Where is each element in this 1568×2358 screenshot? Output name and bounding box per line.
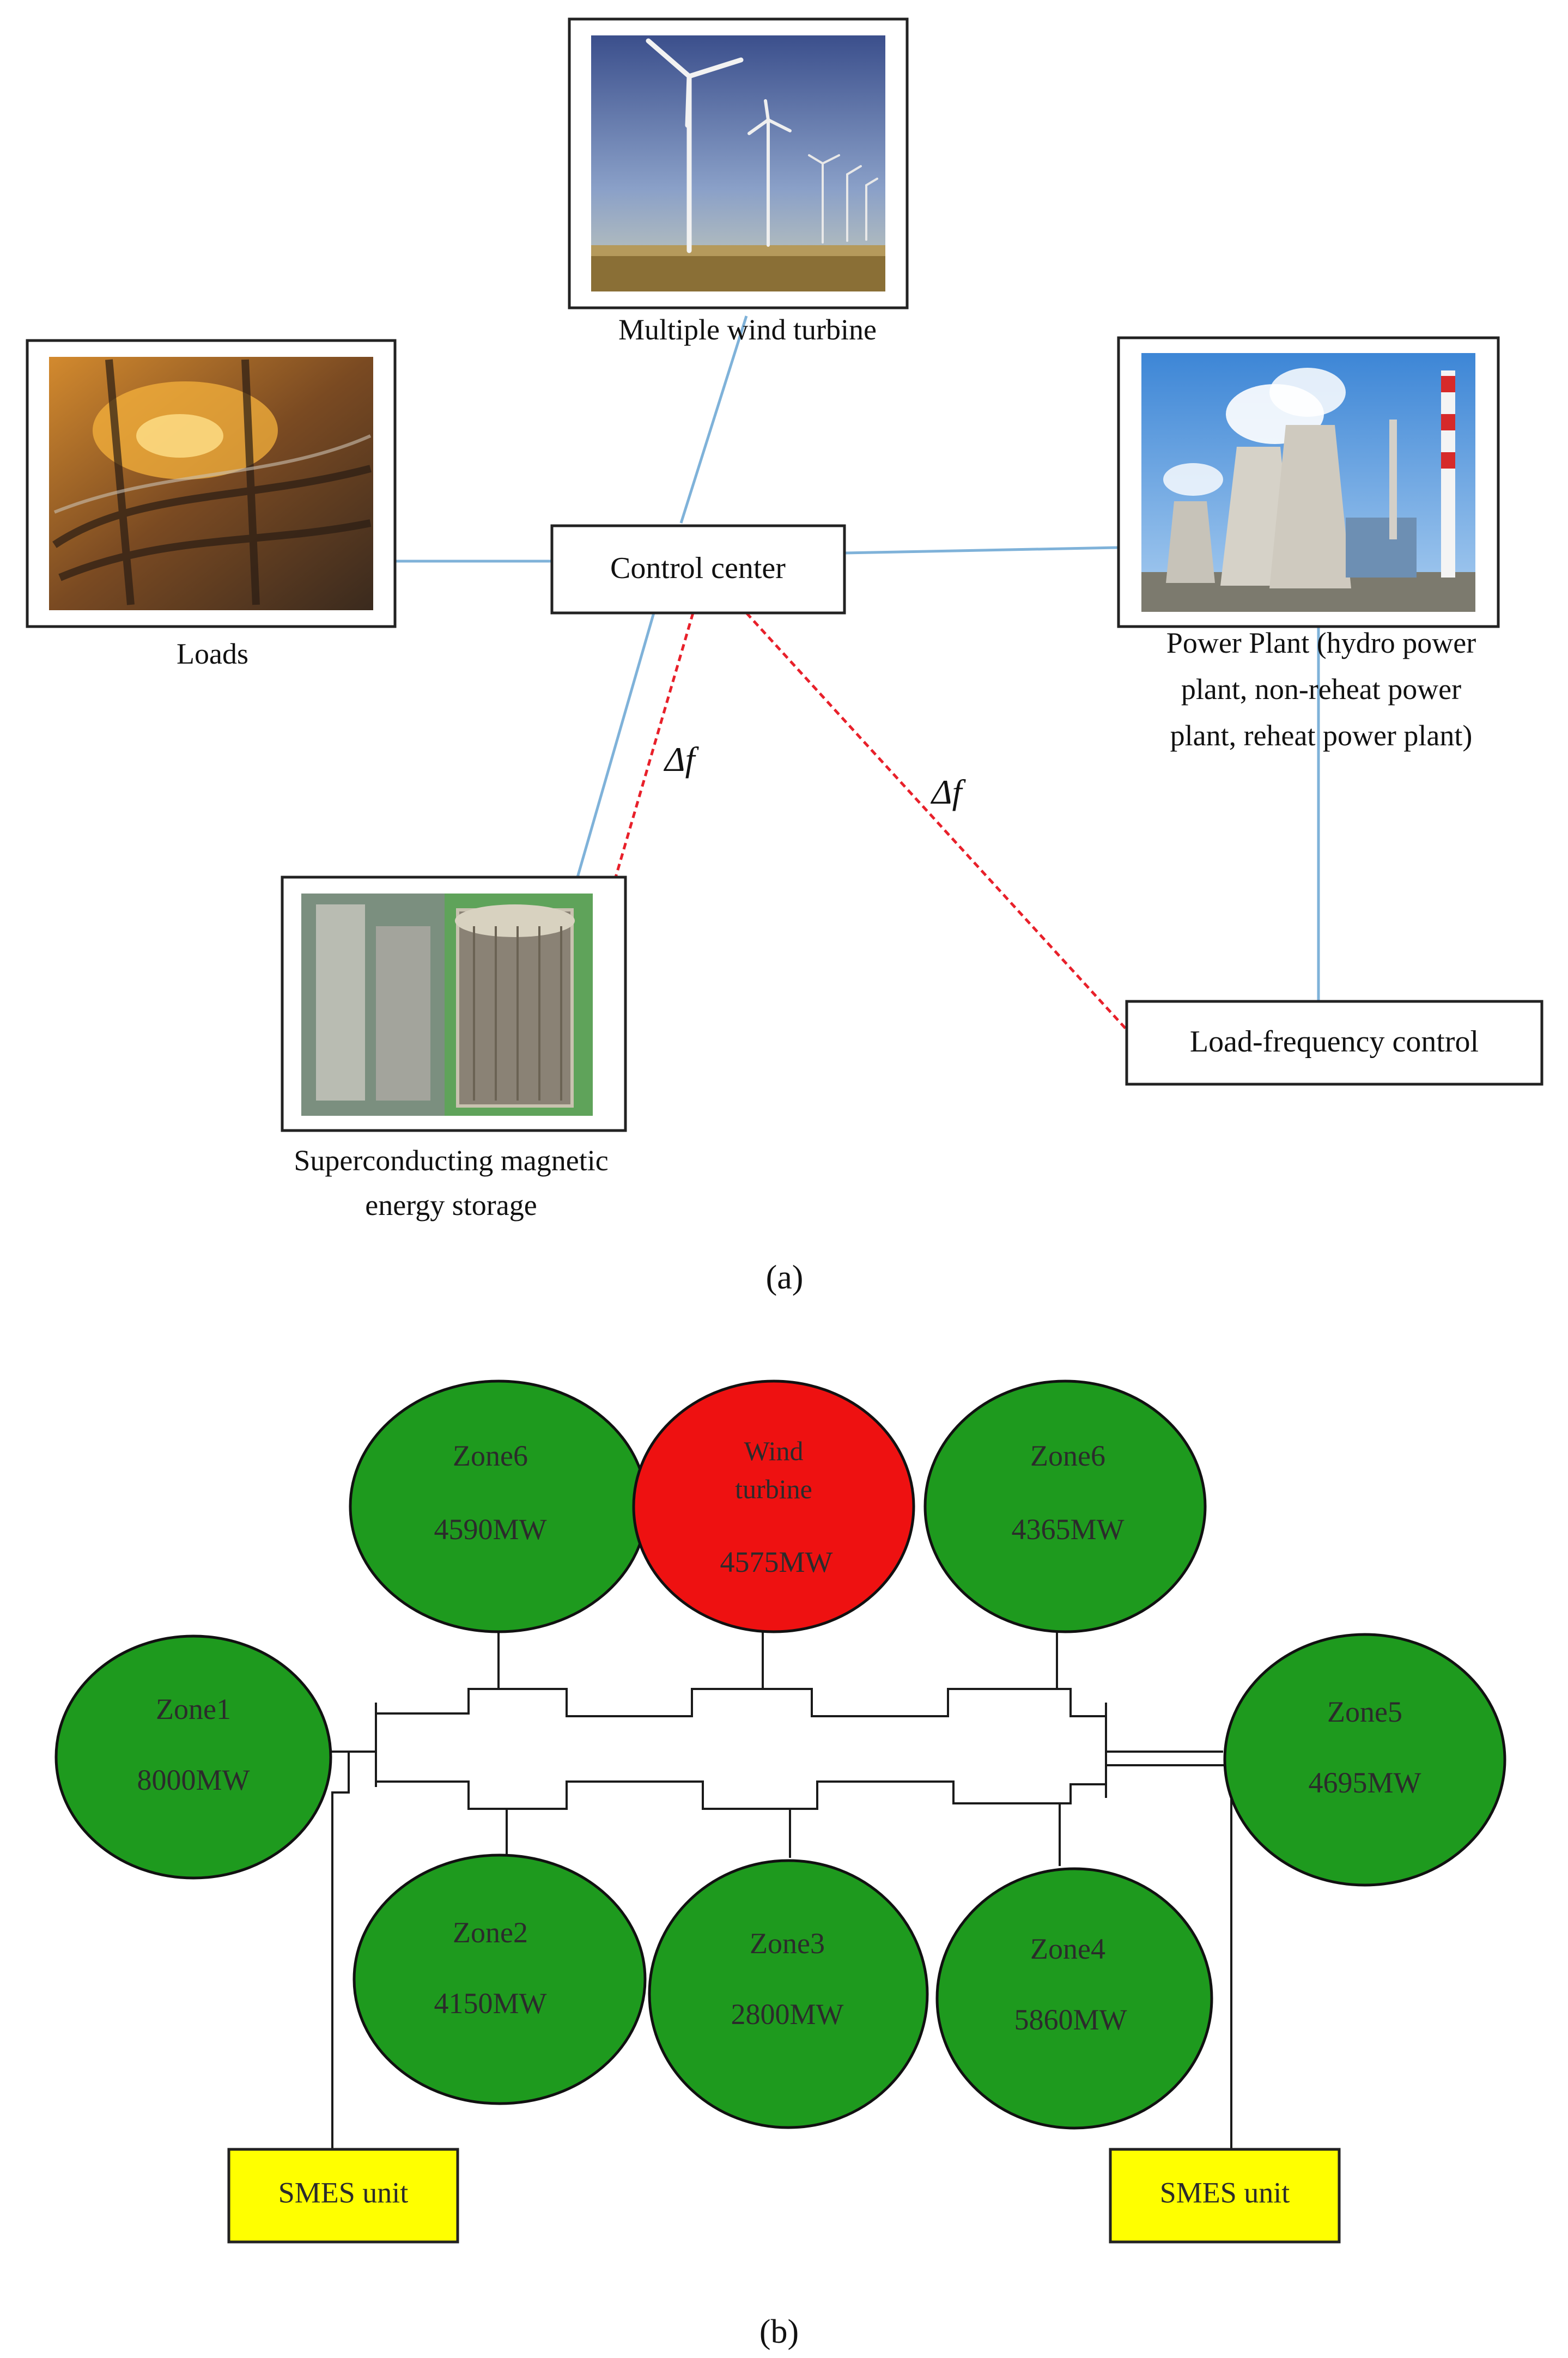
line-control-smes	[576, 612, 655, 878]
zone2-node: Zone2 4150MW	[353, 1853, 647, 2105]
figure-b: Zone6 4590MW Wind turbine 4575MW Zone6 4…	[54, 1379, 1506, 2350]
smes-unit-right-label: SMES unit	[1160, 2176, 1290, 2209]
smes-unit-left-label: SMES unit	[278, 2176, 409, 2209]
upper-bus	[375, 1688, 1107, 1752]
control-center-box	[550, 524, 846, 615]
zone3-node: Zone3 2800MW	[648, 1859, 929, 2129]
zone1-node: Zone1 8000MW	[54, 1634, 332, 1880]
wind-turbine-zone-node: Wind turbine 4575MW	[632, 1379, 915, 1633]
bus-wiring	[330, 1632, 1232, 2149]
delta-lines	[614, 612, 1128, 1031]
zone5-name: Zone5	[1327, 1695, 1402, 1728]
figure-a: Δf Δf	[26, 17, 1543, 1296]
power-plant-node: Power Plant (hydro power plant, non-rehe…	[1117, 336, 1500, 752]
zone3-name: Zone3	[750, 1927, 825, 1960]
zone1-name: Zone1	[156, 1693, 231, 1725]
zone6-left-power: 4590MW	[434, 1513, 547, 1546]
power-plant-caption-line2: plant, non-reheat power	[1181, 673, 1461, 706]
zone6-left-name: Zone6	[453, 1439, 528, 1472]
wind-turbine-caption: Multiple wind turbine	[618, 313, 877, 346]
lower-bus	[375, 1752, 1107, 1810]
delta-f-label-2: Δf	[930, 773, 967, 811]
connection-lines	[395, 315, 1320, 1001]
lfc-label: Load-frequency control	[1190, 1025, 1479, 1059]
zone4-node: Zone4 5860MW	[935, 1867, 1213, 2130]
zone5-node: Zone5 4695MW	[1223, 1633, 1506, 1887]
zone2-name: Zone2	[453, 1916, 528, 1949]
chimney-striped	[1441, 370, 1455, 578]
zone6-right-name: Zone6	[1030, 1439, 1105, 1472]
loads-node: Loads	[26, 339, 397, 670]
zone6-right-power: 4365MW	[1012, 1513, 1125, 1546]
panel-label-a: (a)	[766, 1259, 804, 1296]
smes-unit-left: SMES unit	[227, 2148, 459, 2244]
control-center-label: Control center	[610, 551, 786, 585]
loads-image	[49, 357, 373, 610]
wind-zone-name-line1: Wind	[744, 1436, 803, 1466]
line-control-plant	[844, 546, 1119, 555]
zone6-left-node: Zone6 4590MW	[349, 1379, 648, 1633]
zone6-right-node: Zone6 4365MW	[923, 1379, 1207, 1633]
power-plant-caption-line1: Power Plant (hydro power	[1166, 627, 1476, 659]
wind-turbine-node: Multiple wind turbine	[568, 17, 909, 346]
zone4-power: 5860MW	[1014, 2003, 1127, 2036]
zone2-power: 4150MW	[434, 1987, 547, 2020]
zone3-power: 2800MW	[731, 1998, 844, 2031]
delta-line-smes	[614, 612, 695, 878]
power-plant-caption-line3: plant, reheat power plant)	[1170, 719, 1473, 752]
wind-turbine-image	[591, 35, 885, 291]
power-plant-image	[1141, 353, 1475, 612]
smes-caption-line1: Superconducting magnetic	[294, 1144, 608, 1177]
delta-line-lfc	[745, 612, 1128, 1031]
smes-image	[301, 894, 593, 1116]
lfc-node: Load-frequency control	[1125, 1000, 1543, 1086]
delta-f-label-1: Δf	[663, 740, 700, 779]
wind-zone-power: 4575MW	[720, 1546, 833, 1578]
zone4-name: Zone4	[1030, 1932, 1105, 1965]
smes-caption-line2: energy storage	[365, 1189, 537, 1221]
panel-label-b: (b)	[759, 2313, 799, 2350]
smes-unit-right: SMES unit	[1109, 2148, 1341, 2244]
zone5-power: 4695MW	[1309, 1766, 1421, 1799]
smes-node: Superconducting magnetic energy storage	[281, 876, 627, 1221]
loads-caption: Loads	[177, 637, 248, 670]
lfc-box	[1125, 1000, 1543, 1086]
zone1-power: 8000MW	[137, 1764, 250, 1796]
line-wind-control	[679, 315, 748, 524]
smes-left-link	[331, 1751, 376, 2149]
control-center-node: Control center	[550, 524, 846, 615]
wind-zone-name-line2: turbine	[735, 1474, 812, 1504]
